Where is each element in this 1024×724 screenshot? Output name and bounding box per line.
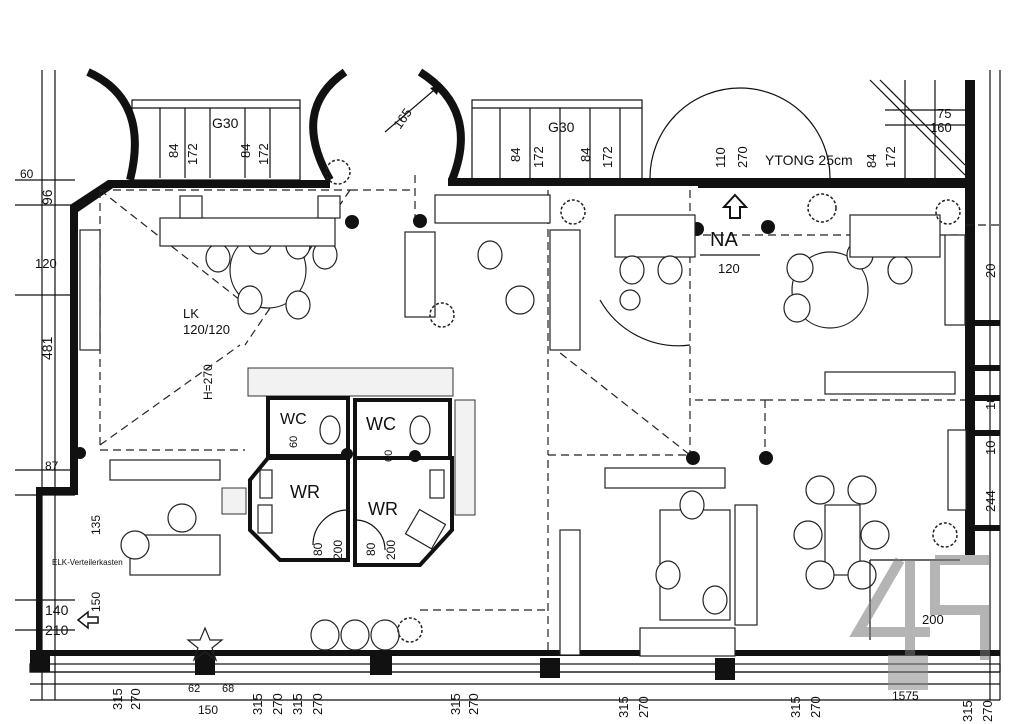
furniture-left-office — [79, 195, 400, 651]
label-b315e: 315 — [616, 696, 631, 718]
label-left481: 481 — [39, 336, 55, 360]
label-w172-2: 172 — [256, 143, 271, 165]
label-g30-left: G30 — [212, 115, 239, 131]
label-w84-1: 84 — [166, 144, 181, 158]
label-b315b: 315 — [250, 693, 265, 715]
label-d80a: 80 — [311, 542, 325, 556]
label-b270e: 270 — [636, 696, 651, 718]
label-b270a: 270 — [128, 688, 143, 710]
label-wc1: WC — [280, 411, 307, 428]
label-left150: 150 — [89, 592, 103, 612]
label-d80b: 80 — [364, 542, 378, 556]
label-na120: 120 — [718, 261, 740, 276]
label-left60: 60 — [20, 167, 34, 181]
label-b270d: 270 — [466, 693, 481, 715]
furniture-middle-office — [404, 194, 758, 657]
label-b270f: 270 — [808, 696, 823, 718]
label-b270g: 270 — [980, 700, 995, 722]
label-w172-4: 172 — [600, 146, 615, 168]
label-b1575: 1575 — [892, 689, 919, 703]
label-left120: 120 — [35, 256, 57, 271]
label-b68: 68 — [222, 683, 234, 695]
label-w172-1: 172 — [185, 143, 200, 165]
label-b315d: 315 — [448, 693, 463, 715]
label-lk: LK — [183, 306, 199, 321]
label-wc2: WC — [366, 414, 396, 434]
label-r75: 75 — [937, 106, 951, 121]
label-b150: 150 — [198, 703, 218, 717]
label-w84-4: 84 — [578, 148, 593, 162]
label-right244: 244 — [983, 490, 998, 512]
label-left210: 210 — [45, 622, 69, 638]
label-b315f: 315 — [788, 696, 803, 718]
arrow-icon-left — [76, 610, 99, 630]
label-right20: 20 — [983, 264, 998, 278]
label-lk-size: 120/120 — [183, 322, 230, 337]
dimension-lines — [15, 70, 1001, 701]
label-right10: 10 — [983, 441, 998, 455]
label-na: NA — [710, 229, 738, 251]
label-w270-top: 270 — [735, 146, 750, 168]
label-b62: 62 — [188, 683, 200, 695]
label-w110: 110 — [713, 147, 728, 168]
label-w84-5: 84 — [864, 154, 879, 168]
label-w172-3: 172 — [531, 146, 546, 168]
plant-icons — [186, 159, 961, 662]
label-b270b: 270 — [270, 693, 285, 715]
exterior-walls — [29, 80, 1001, 673]
label-right18: 18 — [983, 396, 998, 410]
label-b315a: 315 — [110, 688, 125, 710]
entrance-arrow-icon — [700, 193, 760, 256]
watermark-logo — [849, 555, 990, 690]
label-left140: 140 — [45, 602, 69, 618]
label-left135: 135 — [89, 515, 103, 535]
label-left87: 87 — [45, 459, 59, 473]
label-r160: 160 — [930, 120, 952, 135]
label-d200a: 200 — [331, 540, 345, 560]
dimension-labels: G30 G30 84 172 84 172 84 172 84 172 110 … — [20, 105, 998, 722]
label-w172-5: 172 — [883, 146, 898, 168]
partitions — [99, 175, 1000, 650]
label-wm200: 200 — [922, 612, 944, 627]
label-left96: 96 — [39, 189, 55, 205]
label-ytong: YTONG 25cm — [765, 152, 853, 168]
label-h270: H=270 — [201, 364, 215, 400]
label-wr2: WR — [368, 499, 398, 519]
bay-windows — [86, 68, 966, 182]
label-wr1: WR — [290, 482, 320, 502]
label-elk: ELK-Verteilerkasten — [52, 558, 123, 567]
label-d200b: 200 — [384, 540, 398, 560]
furniture-right-offices — [599, 214, 967, 640]
label-g30-right: G30 — [548, 119, 575, 135]
sanitary-core — [221, 367, 476, 567]
label-w84-3: 84 — [508, 148, 523, 162]
label-d60b: 60 — [383, 450, 395, 462]
label-b270c: 270 — [310, 693, 325, 715]
label-b315c: 315 — [290, 693, 305, 715]
label-w84-2: 84 — [238, 144, 253, 158]
label-d60a: 60 — [288, 436, 300, 448]
label-b315g: 315 — [960, 700, 975, 722]
